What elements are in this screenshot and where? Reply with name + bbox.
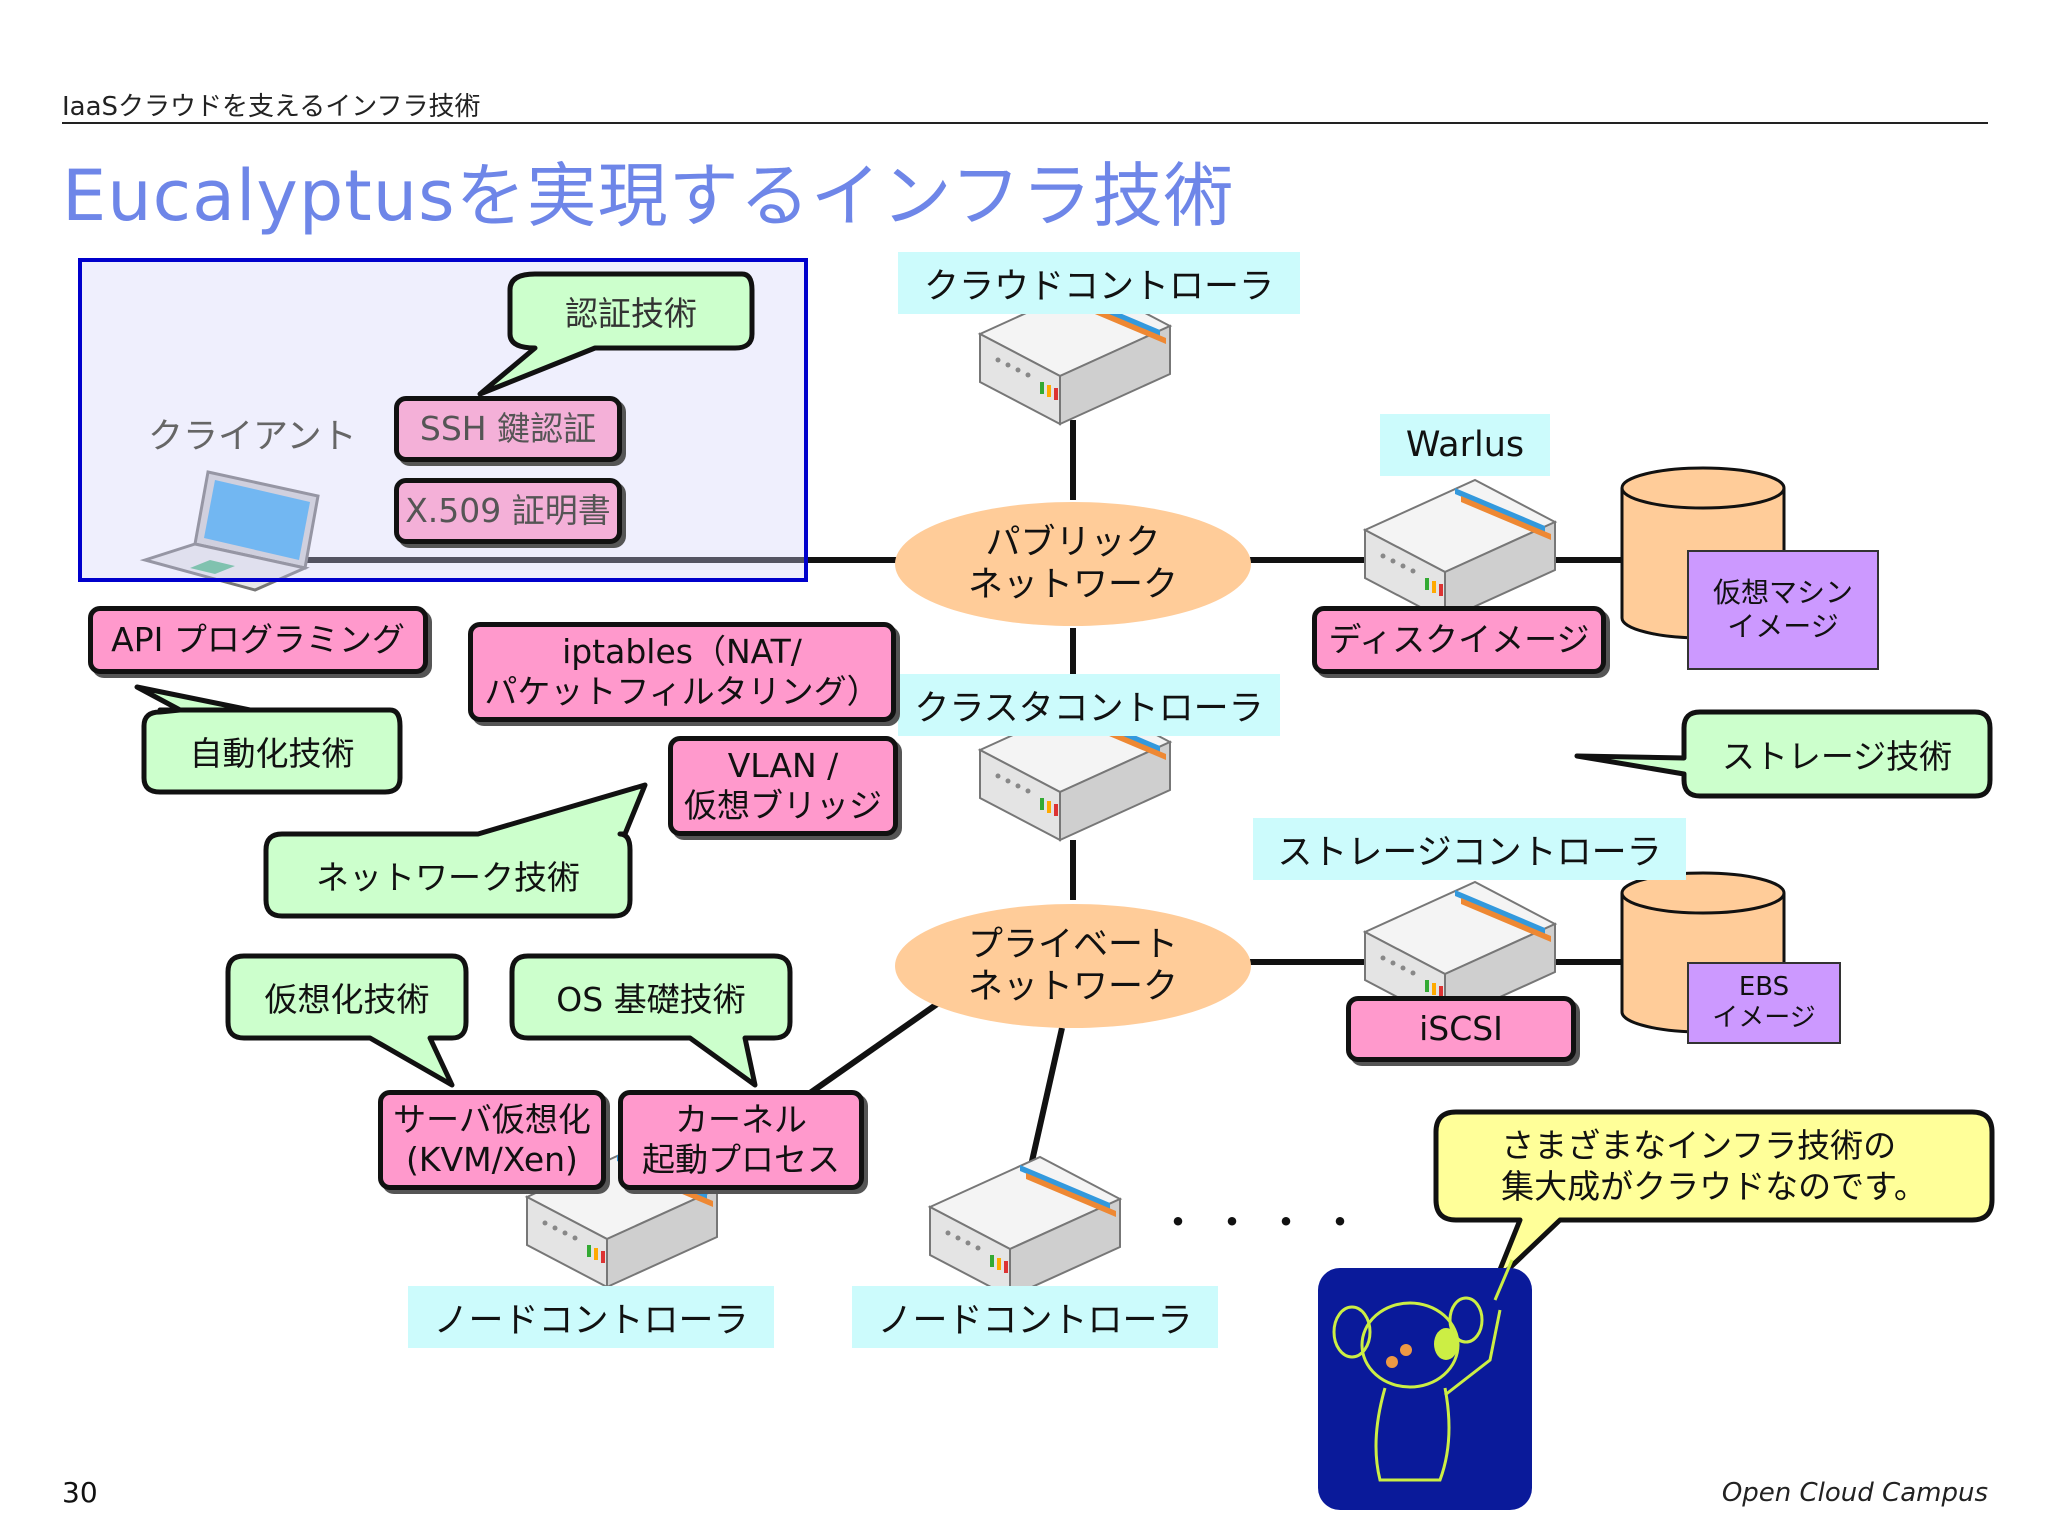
ssh-key-auth: SSH 鍵認証 [394, 396, 622, 462]
node-controller-1-label: ノードコントローラ [408, 1286, 774, 1348]
walrus-router-icon [1364, 479, 1556, 621]
cloud-controller-label: クラウドコントローラ [898, 252, 1300, 314]
footer-brand: Open Cloud Campus [1721, 1478, 1988, 1508]
kernel-boot-process: カーネル 起動プロセス [618, 1090, 864, 1190]
category-automation: 自動化技術 [189, 734, 355, 773]
walrus-label: Warlus [1380, 414, 1550, 476]
x509-certificate: X.509 証明書 [394, 478, 622, 544]
page-title: Eucalyptusを実現するインフラ技術 [62, 155, 1235, 237]
bubble-os [509, 953, 793, 1088]
client-laptop-icon [139, 470, 320, 592]
category-os: OS 基礎技術 [556, 980, 746, 1019]
iptables: iptables（NAT/ パケットフィルタリング） [468, 622, 896, 722]
link-private-to-node2 [1027, 1027, 1065, 1171]
koala-mascot-icon [1318, 1259, 1532, 1510]
bubble-network [263, 782, 648, 919]
public-network: パブリック ネットワーク [895, 502, 1251, 626]
bubble-storage [1574, 709, 1993, 799]
node-controller-2-router-icon [929, 1156, 1121, 1298]
breadcrumb: IaaSクラウドを支えるインフラ技術 [62, 92, 481, 122]
storage-controller-label: ストレージコントローラ [1253, 818, 1686, 880]
ebs-image-note: EBS イメージ [1687, 962, 1841, 1044]
summary-callout-text: さまざまなインフラ技術の 集大成がクラウドなのです。 [1501, 1125, 1927, 1206]
page-number: 30 [62, 1476, 98, 1509]
cluster-controller-label: クラスタコントローラ [898, 674, 1280, 736]
private-network: プライベート ネットワーク [895, 904, 1251, 1028]
link-private-to-node1 [798, 999, 942, 1103]
api-programming: API プログラミング [88, 606, 428, 674]
category-network: ネットワーク技術 [316, 858, 580, 897]
bubble-virtualization [225, 953, 469, 1088]
iscsi: iSCSI [1346, 996, 1576, 1062]
category-storage: ストレージ技術 [1721, 737, 1953, 776]
disk-image: ディスクイメージ [1312, 606, 1606, 674]
header-divider [62, 122, 1988, 124]
server-virtualization: サーバ仮想化 (KVM/Xen) [378, 1090, 606, 1190]
bubble-automation [134, 684, 403, 795]
category-auth: 認証技術 [565, 294, 697, 333]
bubble-auth [477, 271, 755, 397]
vlan-bridge: VLAN / 仮想ブリッジ [668, 736, 898, 836]
summary-callout-bubble [1433, 1109, 1995, 1285]
node-controller-2-label: ノードコントローラ [852, 1286, 1218, 1348]
category-virtualization: 仮想化技術 [264, 980, 430, 1019]
client-label: クライアント [148, 417, 357, 457]
vm-image-note: 仮想マシン イメージ [1687, 550, 1879, 670]
more-nodes-ellipsis: ・・・・ [1158, 1200, 1374, 1246]
